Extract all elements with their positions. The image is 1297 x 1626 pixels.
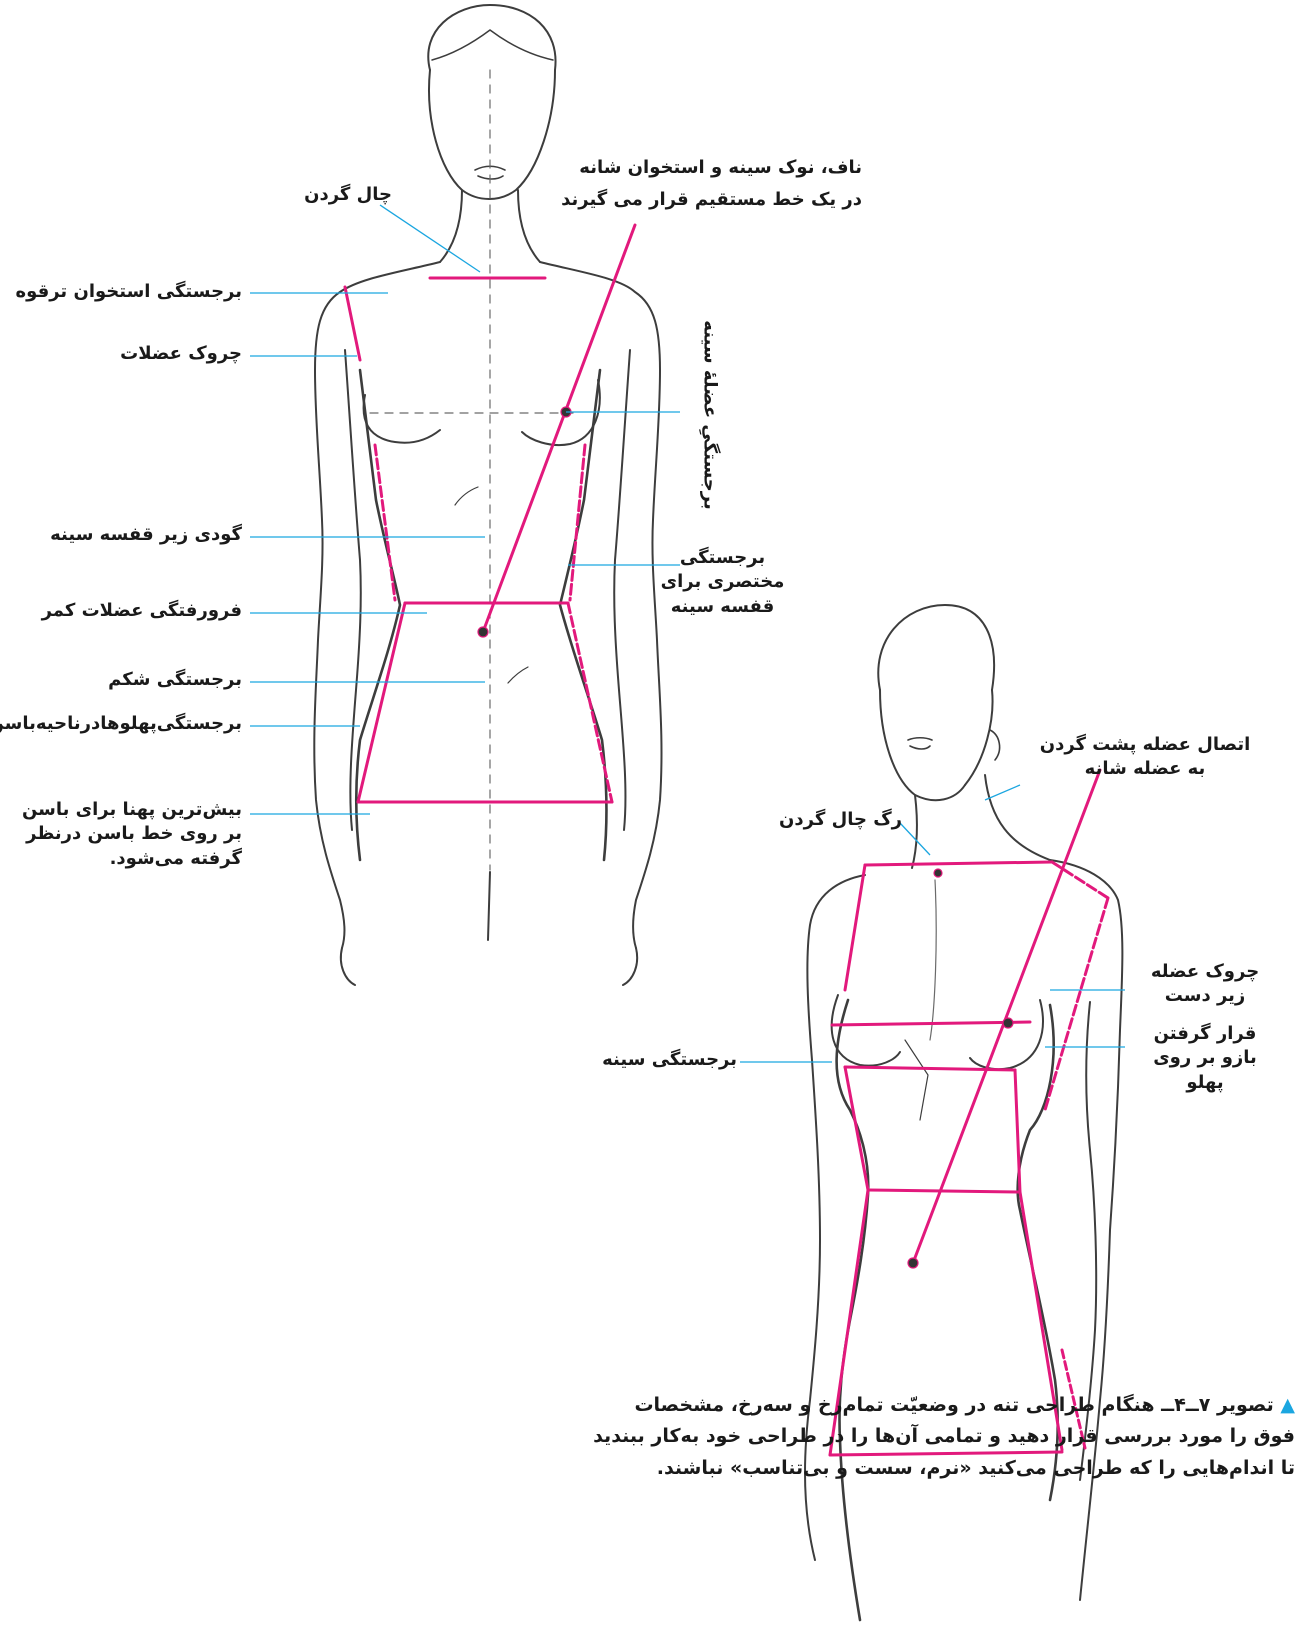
label-ribcage-hollow: گودی زیر قفسه سینه [50,523,242,547]
caption-line1: ▲ تصویر ۷ــ۴ــ هنگام طراحی تنه در وضعیّت… [100,1390,1295,1421]
label-widest-line1: بیش‌ترین پهنا برای باسن [22,798,242,822]
caption-line3: تا اندام‌هایی را که طراحی می‌کنید «نرم، … [100,1453,1295,1484]
label-underarm: چروک عضله زیر دست [1125,960,1285,1009]
label-widest-line2: بر روی خط باسن درنظر [22,822,242,846]
label-belly: برجستگی شکم [108,668,242,692]
label-muscle-crease: چروک عضلات [120,342,242,366]
label-neck-hollow: چال گردن [304,183,392,207]
caption-triangle-icon: ▲ [1280,1394,1295,1416]
label-arm-on-side: قرار گرفتن بازو بر روی پهلو [1125,1022,1285,1095]
label-breast: برجستگی سینه [602,1048,737,1072]
label-ribcage-bump-line3: قفسه سینه [655,595,790,619]
label-arm-line2: بازو بر روی [1125,1046,1285,1070]
label-neck-back-line1: اتصال عضله پشت گردن [1000,733,1290,757]
label-alignment-note-line1: ناف، نوک سینه و استخوان شانه [579,156,862,180]
label-widest-hip: بیش‌ترین پهنا برای باسن بر روی خط باسن د… [22,798,242,871]
label-ribcage-bump-line2: مختصری برای [655,570,790,594]
label-alignment-note-line2: در یک خط مستقیم قرار می گیرند [561,188,862,212]
figure-caption: ▲ تصویر ۷ــ۴ــ هنگام طراحی تنه در وضعیّت… [100,1390,1295,1484]
label-neck-back-line2: به عضله شانه [1000,757,1290,781]
label-collarbone: برجستگی استخوان ترقوه [16,280,242,304]
label-chest-muscle-vertical: برجستگیِ عضلهٔ سینه [690,300,730,530]
label-neck-vein: رگ چال گردن [779,808,902,832]
label-arm-line1: قرار گرفتن [1125,1022,1285,1046]
label-ribcage-bump: برجستگی مختصری برای قفسه سینه [655,546,790,619]
label-ribcage-bump-line1: برجستگی [655,546,790,570]
front-figure-sketch [314,5,661,985]
label-neck-back: اتصال عضله پشت گردن به عضله شانه [1000,733,1290,782]
label-widest-line3: گرفته می‌شود. [22,847,242,871]
label-hips-sides: برجستگی‌پهلوهادرناحیه‌باسن [0,712,242,736]
caption-line2: فوق را مورد بررسی قرار دهید و تمامی آن‌ه… [100,1421,1295,1452]
label-underarm-line1: چروک عضله [1125,960,1285,984]
label-arm-line3: پهلو [1125,1071,1285,1095]
label-waist-muscles: فرورفتگی عضلات کمر [42,599,242,623]
label-underarm-line2: زیر دست [1125,984,1285,1008]
side-figure-guides [830,770,1108,1455]
